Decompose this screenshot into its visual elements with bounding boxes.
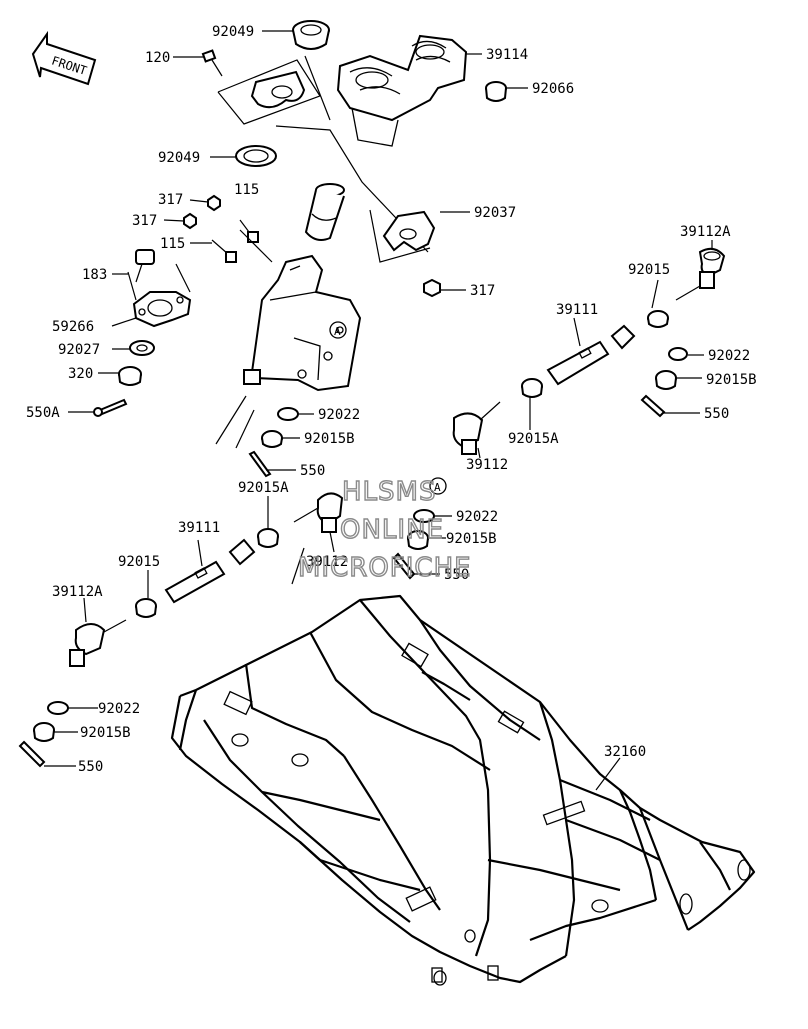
callout-39114: 39114 (486, 47, 528, 63)
callout-115-upper: 115 (234, 182, 259, 198)
callout-320: 320 (68, 366, 93, 382)
callout-317-b: 317 (132, 213, 157, 229)
callout-92066: 92066 (532, 81, 574, 97)
watermark-line-1: HLSMS (342, 477, 436, 507)
callout-120: 120 (145, 50, 170, 66)
callout-92022-left: 92022 (98, 701, 140, 717)
callout-39112a-right: 39112A (680, 224, 731, 240)
callout-32160: 32160 (604, 744, 646, 760)
center-hardware-group (248, 407, 299, 478)
callout-39112a-left: 39112A (52, 584, 103, 600)
callout-39112-right: 39112 (466, 457, 508, 473)
callout-39112-left: 39112 (306, 554, 348, 570)
left-tie-rod-group (18, 492, 435, 768)
watermark-line-2: ONLINE (340, 515, 444, 545)
callout-labels: 92049 120 39114 92066 92049 317 115 317 … (26, 24, 757, 775)
callout-92022-right: 92022 (708, 348, 750, 364)
callout-92027: 92027 (58, 342, 100, 358)
watermark-line-3: MICROFICHE (298, 553, 472, 583)
leader-lines (44, 30, 713, 791)
callout-92022-mid: 92022 (318, 407, 360, 423)
callout-317-c: 317 (470, 283, 495, 299)
watermark: HLSMS ONLINE MICROFICHE (297, 476, 472, 583)
callout-92049-lower: 92049 (158, 150, 200, 166)
callout-550-center: 550 (444, 567, 469, 583)
bolts-nuts-group (183, 194, 259, 263)
callout-92015-left: 92015 (118, 554, 160, 570)
callout-92015b-right: 92015B (706, 372, 757, 388)
front-arrow-icon: FRONT (31, 30, 97, 86)
main-frame-icon (170, 594, 756, 986)
callout-317-a: 317 (158, 192, 183, 208)
steering-shaft-icon (304, 183, 345, 241)
callout-550-mid: 550 (300, 463, 325, 479)
reference-a-tie-rod: A (434, 481, 441, 494)
shaft-holder-group (201, 20, 507, 298)
callout-92015a-left: 92015A (238, 480, 289, 496)
callout-92049-upper: 92049 (212, 24, 254, 40)
callout-39111-left: 39111 (178, 520, 220, 536)
callout-550a: 550A (26, 405, 60, 421)
bolt-120-icon (201, 49, 223, 77)
callout-550-left: 550 (78, 759, 103, 775)
callout-183: 183 (82, 267, 107, 283)
reference-a-bracket: A (334, 325, 341, 338)
callout-92022-center: 92022 (456, 509, 498, 525)
callout-92015-right: 92015 (628, 262, 670, 278)
callout-59266: 59266 (52, 319, 94, 335)
callout-92015a-right: 92015A (508, 431, 559, 447)
callout-550-right: 550 (704, 406, 729, 422)
callout-92015b-center: 92015B (446, 531, 497, 547)
callout-92015b-left: 92015B (80, 725, 131, 741)
callout-92037: 92037 (474, 205, 516, 221)
callout-115-lower: 115 (160, 236, 185, 252)
right-tie-rod-group (329, 247, 726, 495)
callout-92015b-mid: 92015B (304, 431, 355, 447)
bearing-holder-icon (93, 249, 192, 417)
callout-39111-right: 39111 (556, 302, 598, 318)
steering-bracket-icon (215, 229, 362, 449)
